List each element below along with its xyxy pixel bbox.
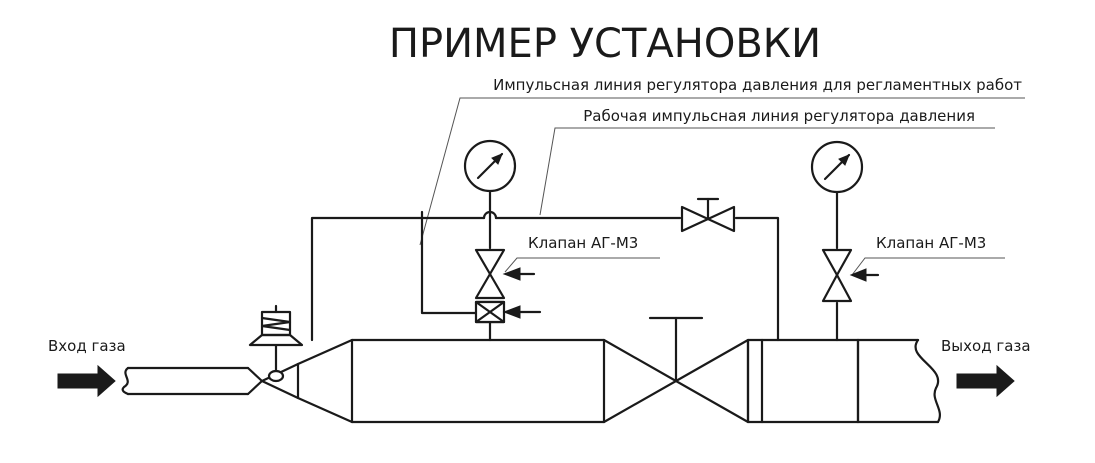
outlet-flow-arrow: [956, 364, 1015, 398]
label-valve-right: Клапан АГ-М3: [876, 234, 986, 252]
label-valve-left: Клапан АГ-М3: [528, 234, 638, 252]
pressure-gauge-left: [463, 139, 517, 193]
pressure-gauge-right: [810, 140, 864, 194]
shutoff-valve-handle: [648, 316, 704, 383]
inlet-pipe: [121, 366, 250, 396]
pressure-regulator-body: [246, 338, 678, 424]
label-working-impulse-line: Рабочая импульсная линия регулятора давл…: [583, 107, 975, 125]
bypass-valve: [680, 197, 736, 233]
inlet-flow-arrow: [57, 364, 116, 398]
outlet-section: [674, 338, 941, 424]
callout-leaders: [419, 97, 1025, 276]
label-gas-outlet: Выход газа: [941, 337, 1031, 355]
label-gas-inlet: Вход газа: [48, 337, 126, 355]
label-impulse-line-maintenance: Импульсная линия регулятора давления для…: [493, 76, 1022, 94]
regulator-spring-actuator: [248, 304, 304, 383]
impulse-lines: [310, 188, 839, 342]
valve-maintenance: [474, 300, 542, 324]
valve-ag-m3-left: [474, 248, 536, 300]
valve-ag-m3-right: [821, 248, 880, 303]
diagram-title: ПРИМЕР УСТАНОВКИ: [389, 21, 821, 67]
